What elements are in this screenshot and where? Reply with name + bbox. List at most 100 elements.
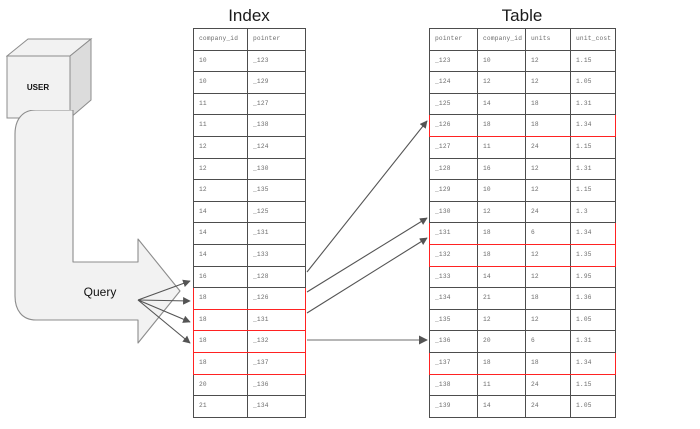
table-cell-company_id: 14 [477,265,526,289]
table-cell-company_id: 10 [477,179,526,202]
table-cell-pointer: _127 [429,135,478,159]
index-row: 21_134 [193,395,306,418]
table-cell-units: 18 [525,114,571,137]
index-row: 14_131 [193,222,306,245]
table-cell-units: 12 [525,179,571,202]
table-cell-company_id: 20 [477,330,526,353]
table-cell-pointer: _124 [429,71,478,94]
table-cell-units: 24 [525,373,571,397]
index-to-table-arrow-131 [306,217,428,293]
index-cell-pointer: _128 [247,265,306,289]
table-cell-units: 6 [525,330,571,353]
index-cell-company_id: 20 [193,373,248,397]
index-cell-company_id: 12 [193,157,248,181]
index-cell-pointer: _134 [247,395,306,418]
table-cell-pointer: _126 [429,114,478,137]
index-cell-company_id: 14 [193,200,248,224]
query-arrow-svg: Query [14,109,181,344]
table-cell-unit_cost: 1.36 [570,287,616,310]
cube-front-face [6,55,71,119]
index-cell-pointer: _132 [247,330,306,353]
table-cell-unit_cost: 1.34 [570,351,616,375]
table-cell-pointer: _131 [429,222,478,245]
table-cell-unit_cost: 1.31 [570,157,616,181]
table-cell-unit_cost: 1.35 [570,243,616,267]
index-cell-pointer: _130 [247,157,306,181]
index-cell-pointer: _127 [247,92,306,116]
table-cell-company_id: 12 [477,71,526,94]
table-cell-pointer: _139 [429,395,478,418]
index-cell-company_id: 10 [193,49,248,73]
table-cell-pointer: _136 [429,330,478,353]
table-column-header: pointer [429,28,478,51]
index-row-highlighted: 18_126 [193,287,306,310]
table-cell-company_id: 12 [477,200,526,224]
table-cell-pointer: _128 [429,157,478,181]
index-row-highlighted: 18_132 [193,330,306,353]
index-row: 10_129 [193,71,306,94]
index-cell-company_id: 18 [193,287,248,310]
index-to-table-arrows [306,120,428,345]
table-cell-units: 12 [525,157,571,181]
table-cell-units: 24 [525,395,571,418]
index-cell-pointer: _138 [247,114,306,137]
index-cell-pointer: _125 [247,200,306,224]
index-cell-pointer: _131 [247,222,306,245]
table-cell-company_id: 21 [477,287,526,310]
index-row: 14_133 [193,243,306,267]
table-cell-unit_cost: 1.95 [570,265,616,289]
table-cell-units: 6 [525,222,571,245]
table-cell-units: 24 [525,135,571,159]
index-column-header: pointer [247,28,306,51]
query-arrow-label: Query [84,285,117,299]
table-cell-company_id: 12 [477,308,526,332]
table-cell-company_id: 16 [477,157,526,181]
table-cell-pointer: _129 [429,179,478,202]
table-cell-unit_cost: 1.15 [570,179,616,202]
index-to-table-arrow-132 [306,237,428,314]
index-row: 16_128 [193,265,306,289]
table-cell-company_id: 11 [477,135,526,159]
index-to-table-arrow-126 [306,120,428,273]
index-cell-company_id: 16 [193,265,248,289]
table-cell-pointer: _125 [429,92,478,116]
table-cell-units: 18 [525,92,571,116]
index-cell-company_id: 14 [193,243,248,267]
table-cell-units: 12 [525,49,571,73]
table-title: Table [501,6,543,25]
table-cell-units: 24 [525,200,571,224]
table-cell-company_id: 14 [477,395,526,418]
table-cell-pointer: _134 [429,287,478,310]
table-cell-company_id: 14 [477,92,526,116]
user-cube: USER [5,37,102,120]
table-cell-units: 12 [525,308,571,332]
index-row: 20_136 [193,373,306,397]
index-cell-company_id: 18 [193,351,248,375]
index-cell-pointer: _123 [247,49,306,73]
index-cell-pointer: _133 [247,243,306,267]
table-column-header: company_id [477,28,526,51]
index-cell-pointer: _136 [247,373,306,397]
user-cube-label: USER [27,83,49,92]
table-cell-unit_cost: 1.15 [570,49,616,73]
table-cell-company_id: 18 [477,243,526,267]
index-row: 11_127 [193,92,306,116]
user-cube-svg: USER [5,37,93,120]
table-cell-company_id: 18 [477,114,526,137]
index-title: Index [228,6,270,25]
table-cell-company_id: 10 [477,49,526,73]
table-column-header: units [525,28,571,51]
index-row: 12_124 [193,135,306,159]
index-cell-pointer: _137 [247,351,306,375]
